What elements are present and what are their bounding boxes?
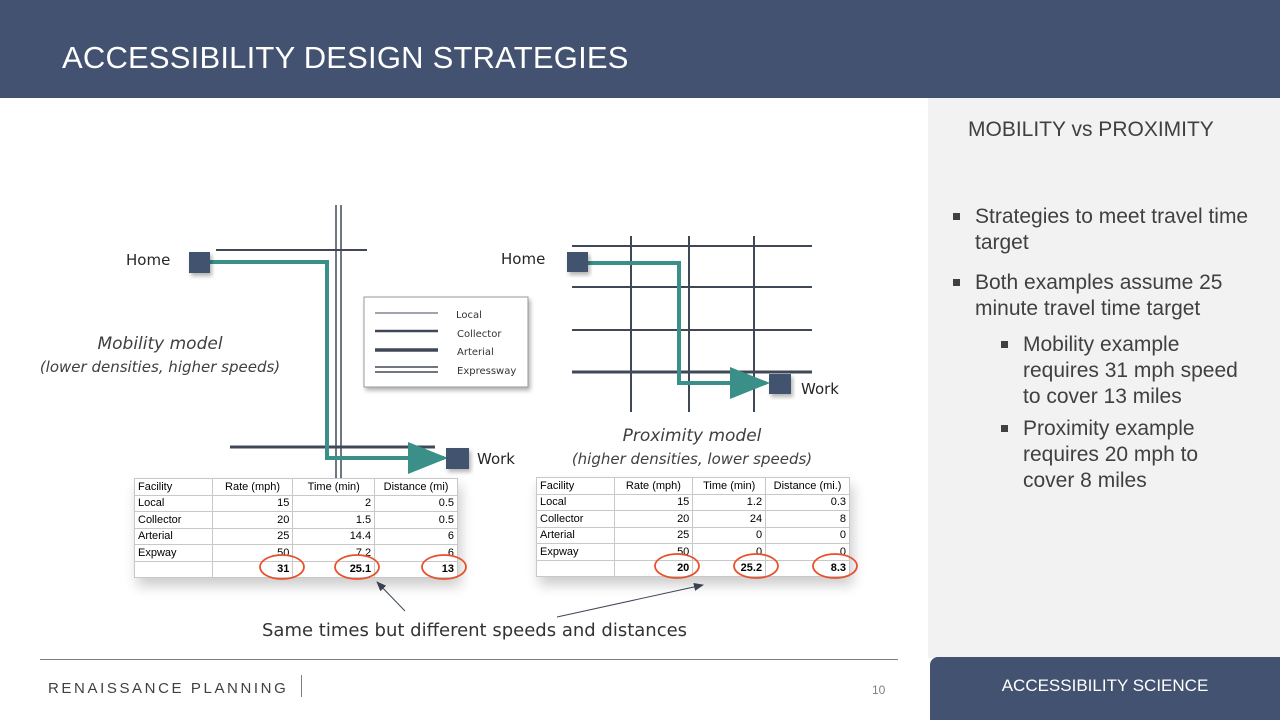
square-bullet-icon [953,279,960,286]
table-row: Local 15 1.2 0.3 [536,493,850,511]
sub-bullet-item: Proximity example requires 20 mph to cov… [950,416,1250,494]
bullet-item: Strategies to meet travel time target [950,204,1250,256]
table-total-row: 31 25.1 13 [134,560,458,578]
square-bullet-icon [1001,341,1008,348]
highlight-circle [259,554,305,580]
comparison-note: Same times but different speeds and dist… [262,620,688,641]
legend-collector: Collector [457,329,502,340]
square-bullet-icon [1001,425,1008,432]
square-bullet-icon [953,213,960,220]
footer-tab-label: ACCESSIBILITY SCIENCE [1001,676,1209,695]
proximity-caption-subtitle: (higher densities, lower speeds) [572,450,812,468]
proximity-caption-title: Proximity model [623,426,762,446]
note-arrow-right [556,583,704,618]
footer-divider [40,659,898,660]
brand-separator [301,675,302,697]
bullet-item: Both examples assume 25 minute travel ti… [950,270,1250,322]
proximity-work-label: Work [801,380,839,398]
highlight-circle [334,554,380,580]
footer-tab [930,657,1280,720]
sub-bullet-item: Mobility example requires 31 mph speed t… [950,332,1250,410]
proximity-home-node [567,252,588,272]
mobility-table: Facility Rate (mph) Time (min) Distance … [134,478,458,578]
panel-title: MOBILITY vs PROXIMITY [968,118,1214,141]
title-bar [0,0,1280,98]
mobility-route [208,260,448,474]
highlight-circle [421,554,467,580]
legend-local: Local [456,310,482,321]
mobility-home-label: Home [126,251,170,269]
mobility-caption-title: Mobility model [97,334,222,354]
proximity-route [588,261,770,399]
table-row: Expway 50 7.2 6 [134,544,458,562]
proximity-work-node [769,374,791,394]
road-legend: Local Collector Arterial Expressway [363,296,529,388]
note-arrow-left [376,581,406,612]
highlight-circle [654,553,700,579]
proximity-home-label: Home [501,250,545,268]
brand-wordmark: RENAISSANCE PLANNING [48,680,289,697]
highlight-circle [733,553,779,579]
highlight-circle [812,553,858,579]
table-row: Expway 50 0 0 [536,543,850,561]
mobility-work-node [446,448,469,469]
page-number: 10 [872,683,886,697]
legend-expressway: Expressway [457,366,516,377]
mobility-home-node [189,252,210,273]
side-panel [928,98,1280,658]
proximity-table: Facility Rate (mph) Time (min) Distance … [536,477,850,577]
mobility-work-label: Work [477,450,515,468]
mobility-roads [216,205,435,478]
mobility-caption-subtitle: (lower densities, higher speeds) [40,358,280,376]
slide-title: ACCESSIBILITY DESIGN STRATEGIES [62,40,629,75]
bullet-list: Strategies to meet travel time target Bo… [950,204,1250,500]
legend-arterial: Arterial [457,347,494,358]
table-total-row: 20 25.2 8.3 [536,559,850,577]
